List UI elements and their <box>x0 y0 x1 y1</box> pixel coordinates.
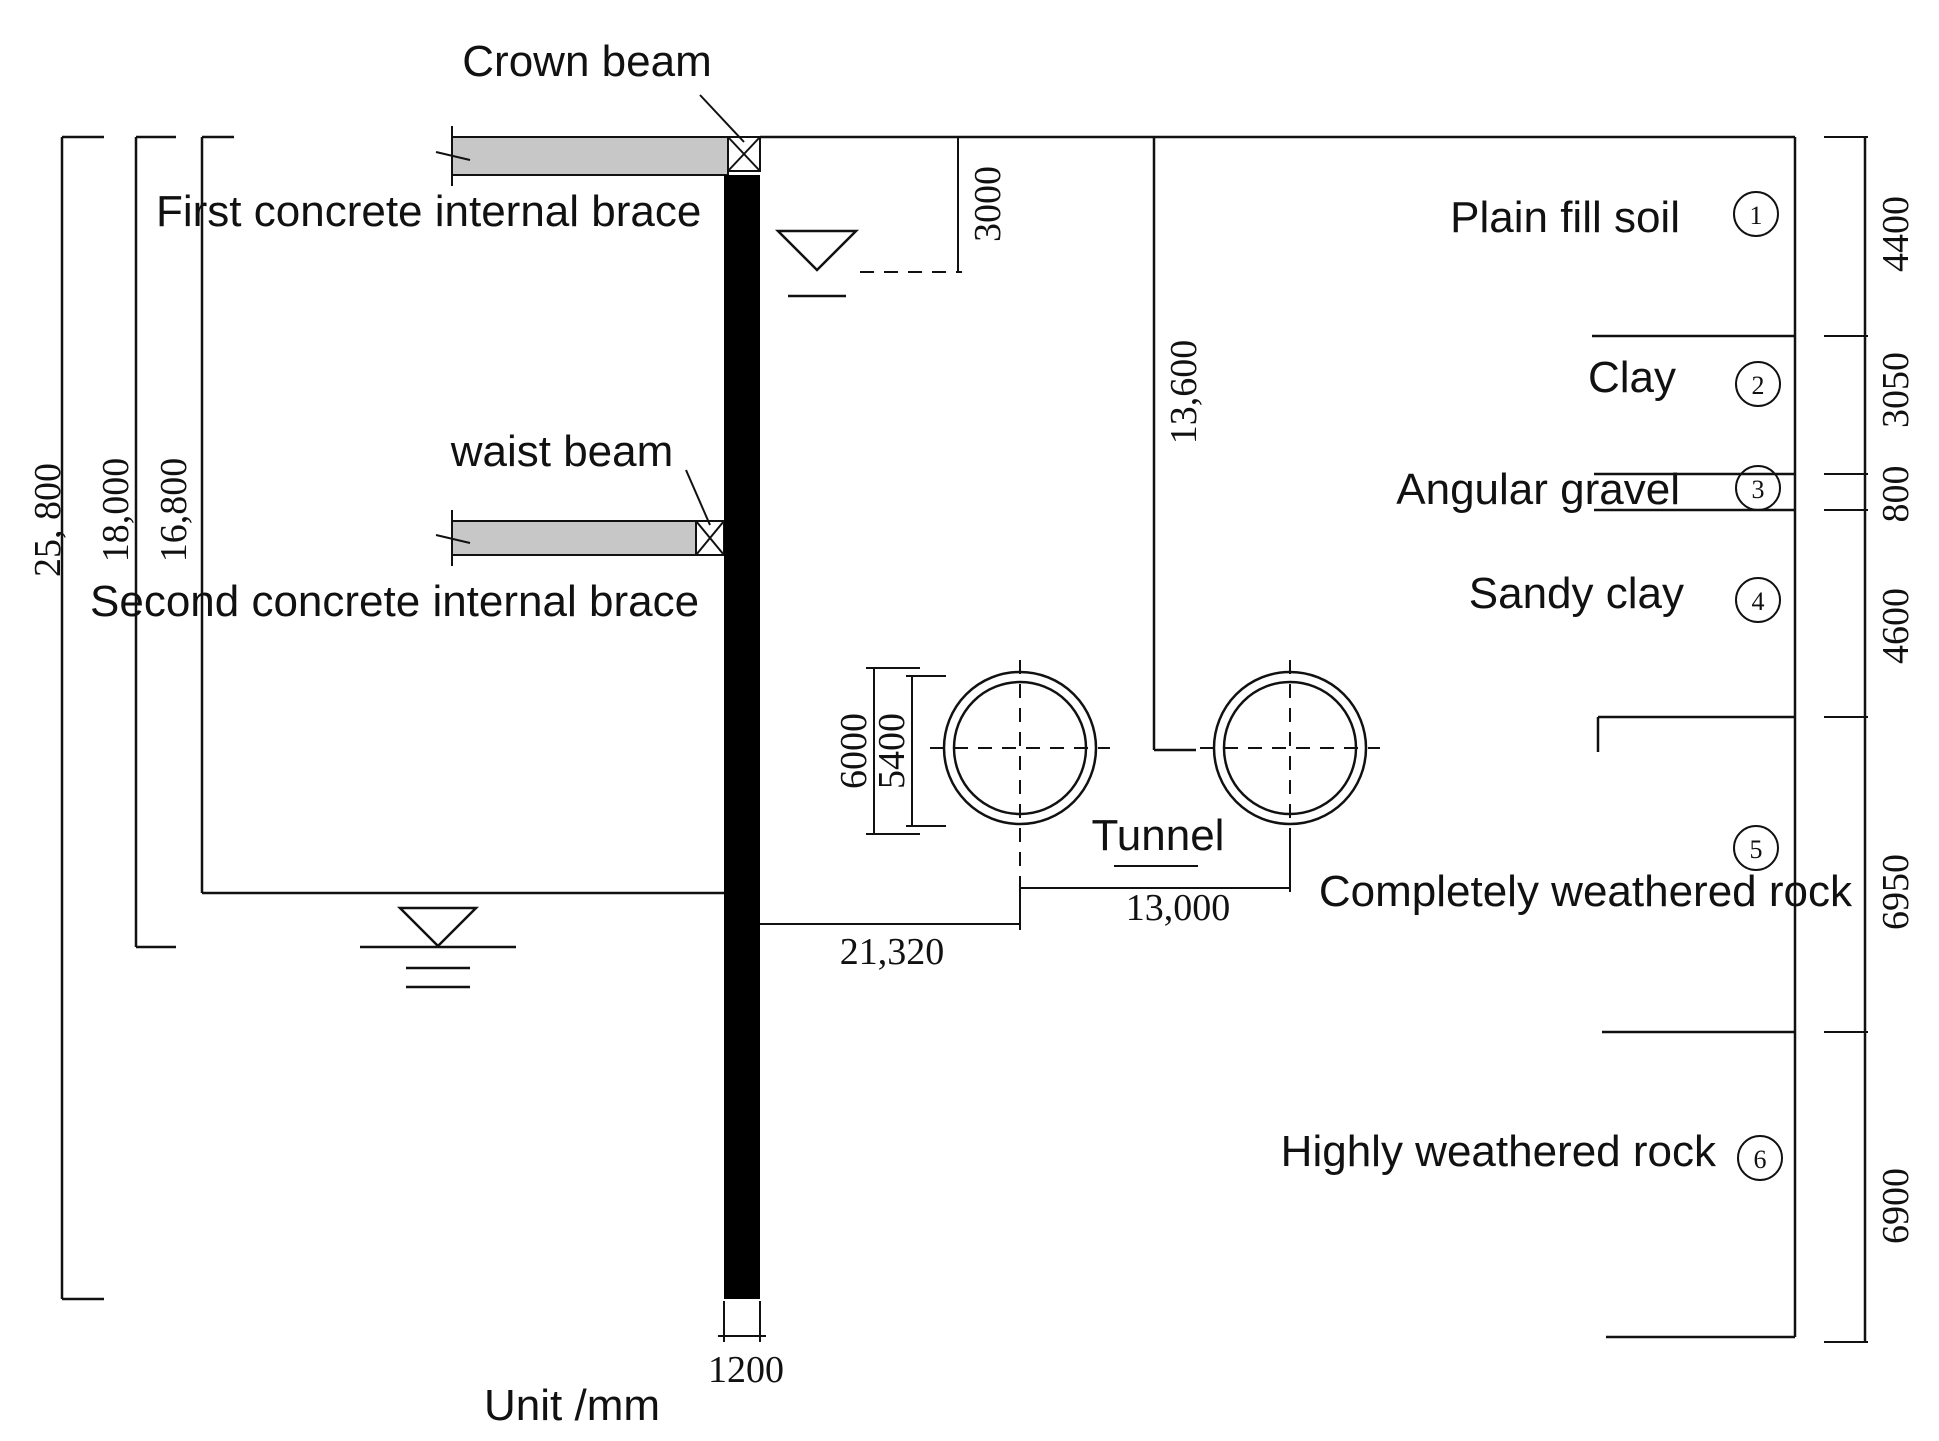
layer3-name: Angular gravel <box>1396 465 1680 514</box>
layer6-number-circle <box>1737 1135 1783 1181</box>
layer2-name: Clay <box>1588 353 1676 402</box>
tunnel-outer-diameter-label: 6000 <box>833 713 875 789</box>
second-concrete-brace <box>435 510 697 566</box>
layer2-thickness: 3050 <box>1875 352 1917 428</box>
layer4-number: 4 <box>1752 587 1765 616</box>
waist-beam-symbol <box>685 469 725 556</box>
layer2-number-circle <box>1735 361 1781 407</box>
waist-beam-label: waist beam <box>450 427 674 476</box>
layer5-number: 5 <box>1750 835 1763 864</box>
layer1-name: Plain fill soil <box>1450 193 1680 242</box>
layer3-number-circle <box>1735 465 1781 511</box>
layer6-number: 6 <box>1754 1145 1767 1174</box>
layer6-name: Highly weathered rock <box>1281 1127 1717 1176</box>
tunnel-spacing-label: 13,000 <box>1126 887 1231 929</box>
left-dimension-lines <box>60 135 724 1301</box>
layer3-number: 3 <box>1752 475 1765 504</box>
layer3-thickness: 800 <box>1875 466 1917 523</box>
tunnel-right <box>1200 660 1380 888</box>
layer1-number: 1 <box>1750 201 1763 230</box>
first-concrete-brace <box>435 126 729 186</box>
crown-beam-symbol <box>699 94 761 172</box>
layer1-thickness: 4400 <box>1875 196 1917 272</box>
layer-thickness-dimension <box>1824 136 1868 1343</box>
layer4-name: Sandy clay <box>1469 569 1684 618</box>
second-brace-label: Second concrete internal brace <box>90 577 699 626</box>
tunnel-diameter-dimensions <box>866 667 946 835</box>
crown-beam-label: Crown beam <box>462 37 711 86</box>
wall-to-tunnel-label: 21,320 <box>840 931 945 973</box>
tunnel-left <box>930 660 1110 888</box>
wall-thickness-dimension <box>718 1301 766 1342</box>
depth-25800-label: 25, 800 <box>27 463 69 577</box>
layer4-number-circle <box>1735 577 1781 623</box>
tunnel-depth-dimension <box>1152 137 1196 752</box>
first-brace-label: First concrete internal brace <box>156 187 701 236</box>
tunnel-inner-diameter-label: 5400 <box>871 713 913 789</box>
depth-16800-label: 16,800 <box>153 458 195 563</box>
layer4-thickness: 4600 <box>1875 588 1917 664</box>
layer5-name: Completely weathered rock <box>1319 867 1853 916</box>
water-table-inside <box>360 906 516 989</box>
unit-label: Unit /mm <box>484 1381 660 1430</box>
water-table-depth-label: 3000 <box>967 166 1009 242</box>
layer1-number-circle <box>1733 191 1779 237</box>
layer2-number: 2 <box>1752 371 1765 400</box>
layer5-thickness: 6950 <box>1875 854 1917 930</box>
tunnel-depth-label: 13,600 <box>1163 340 1205 445</box>
depth-18000-label: 18,000 <box>95 458 137 563</box>
layer5-number-circle <box>1733 825 1779 871</box>
wall-to-tunnel-dimension <box>760 888 1021 930</box>
tunnel-label: Tunnel <box>1092 811 1225 860</box>
tunnel-spacing-dimension <box>1020 840 1291 892</box>
layer6-thickness: 6900 <box>1875 1168 1917 1244</box>
water-table-outside <box>774 136 962 298</box>
retaining-wall <box>724 175 760 1299</box>
wall-thickness-label: 1200 <box>708 1349 784 1391</box>
